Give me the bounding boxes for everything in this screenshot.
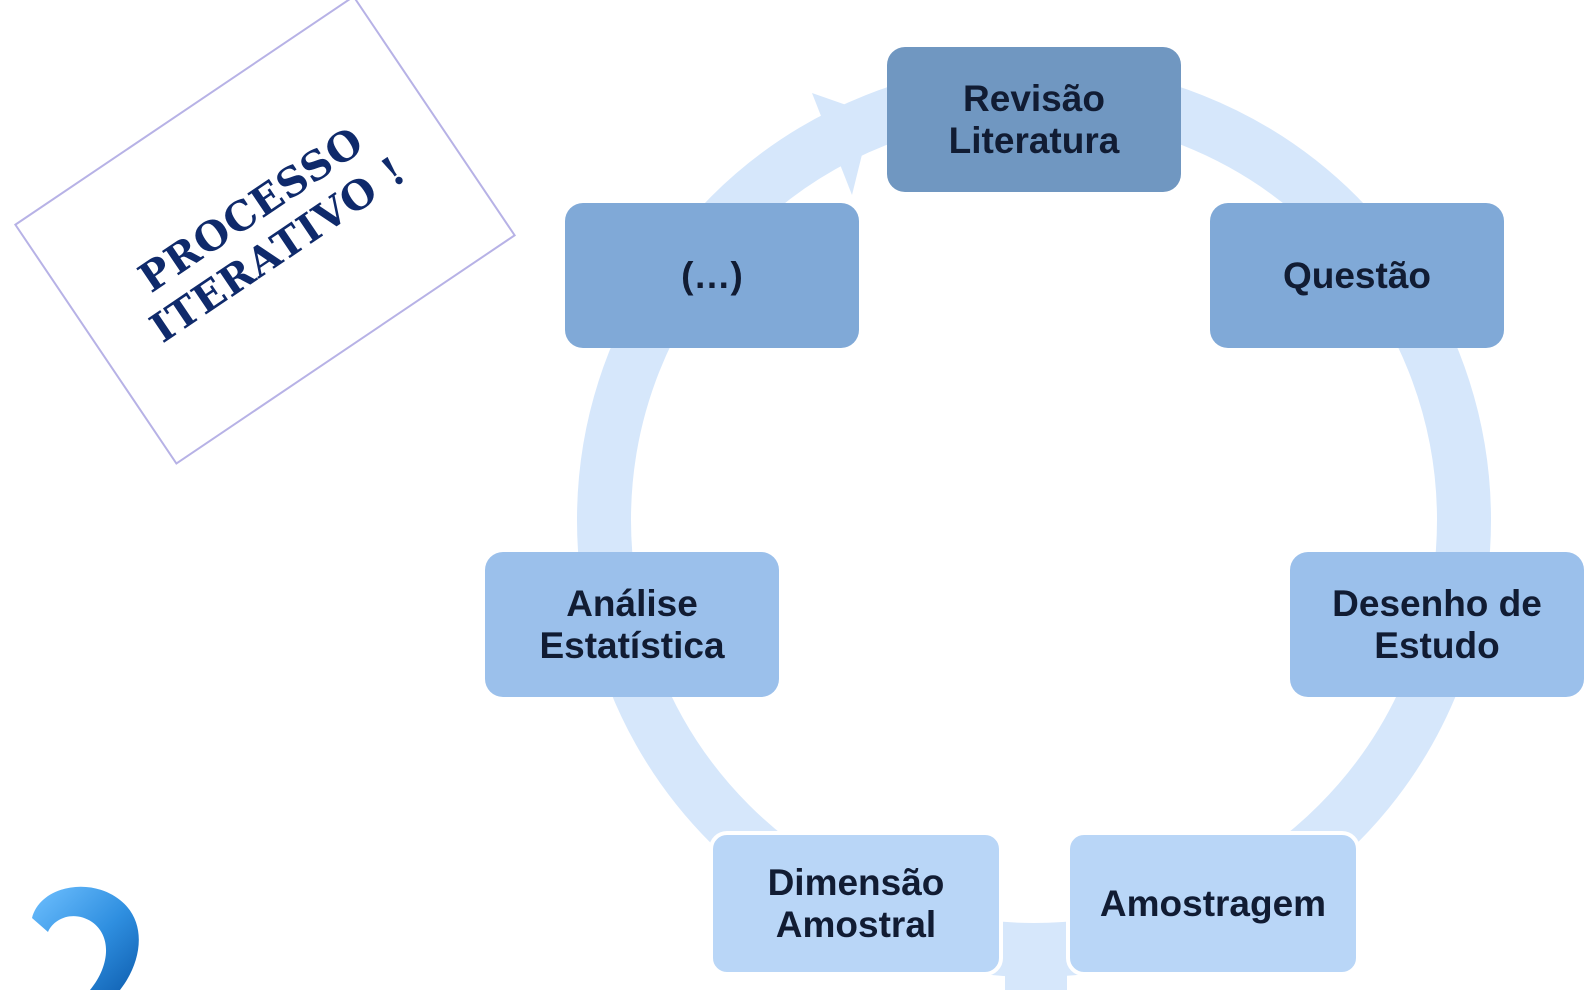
cycle-bottom-connector [1005, 925, 1067, 990]
cycle-node-dimensao-amostral: Dimensão Amostral [709, 831, 1003, 976]
cycle-node-analise-estatistica: Análise Estatística [485, 552, 779, 697]
stamp-text: PROCESSO ITERATIVO ! [115, 107, 415, 353]
blue-hook-logo-icon [32, 886, 139, 990]
cycle-node-revisao-literatura: Revisão Literatura [887, 47, 1181, 192]
cycle-node-amostragem: Amostragem [1066, 831, 1360, 976]
cycle-node-ellipsis: (…) [565, 203, 859, 348]
cycle-node-questao: Questão [1210, 203, 1504, 348]
cycle-arrowhead-icon [812, 93, 872, 195]
cycle-node-desenho-de-estudo: Desenho de Estudo [1290, 552, 1584, 697]
